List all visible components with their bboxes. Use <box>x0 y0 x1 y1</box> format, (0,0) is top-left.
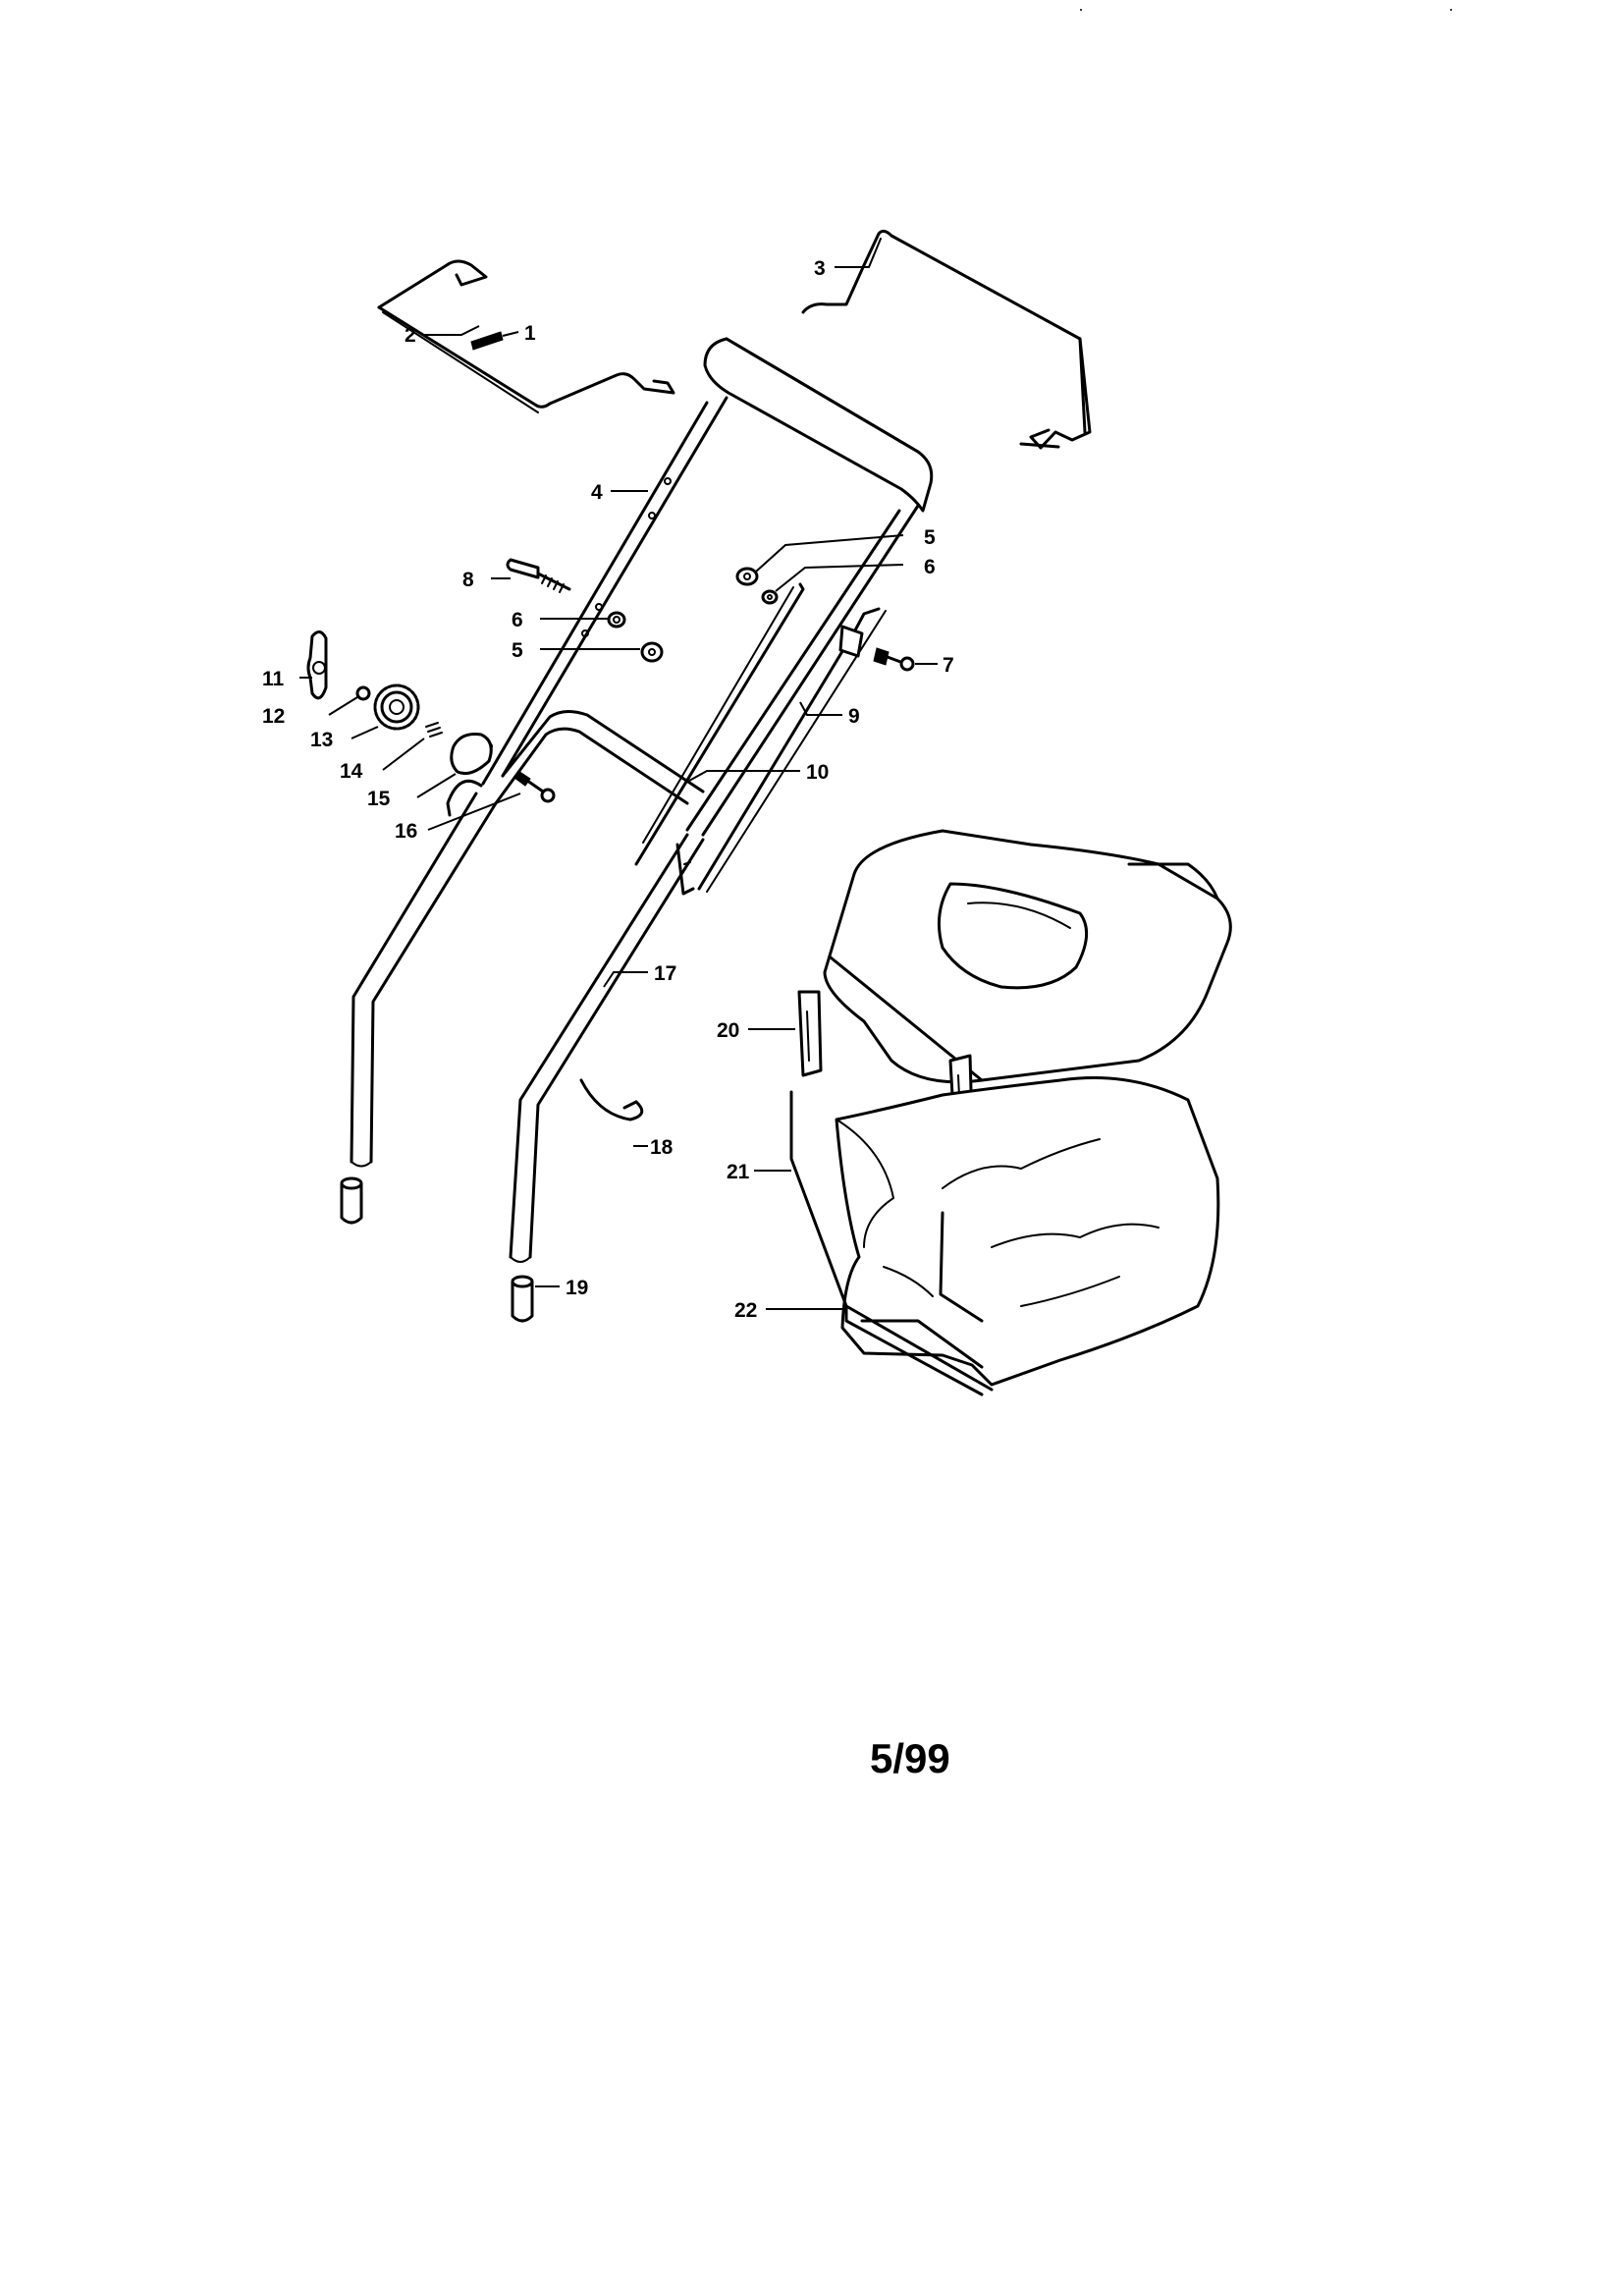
callout-22: 22 <box>734 1299 757 1322</box>
carriage-bolt <box>513 770 556 803</box>
callout-5b: 5 <box>512 639 523 662</box>
handle-bushing-left <box>340 1176 363 1225</box>
hardware-left <box>607 611 664 663</box>
cable-rods <box>634 582 887 893</box>
callout-14: 14 <box>340 760 363 783</box>
callout-6b: 6 <box>512 609 523 631</box>
small-washer <box>355 685 371 701</box>
callout-1: 1 <box>524 322 536 345</box>
grass-catcher-lid <box>797 829 1232 1131</box>
callout-7: 7 <box>943 654 954 677</box>
catcher-frame <box>789 1090 994 1396</box>
grass-catcher-bag <box>835 1076 1220 1387</box>
hardware-right <box>735 567 779 605</box>
callout-3: 3 <box>814 257 826 280</box>
callout-19: 19 <box>566 1277 588 1299</box>
leader-lines <box>299 266 938 1310</box>
callout-21: 21 <box>727 1161 750 1183</box>
callout-16: 16 <box>395 820 417 843</box>
control-bail-wire-right <box>801 229 1092 450</box>
lower-handle <box>350 710 705 1263</box>
callout-10: 10 <box>806 761 829 784</box>
callout-5: 5 <box>924 526 936 549</box>
callout-4: 4 <box>591 481 603 504</box>
callout-11: 11 <box>262 668 285 690</box>
cable-clip <box>579 1078 644 1121</box>
callout-9: 9 <box>848 705 860 728</box>
date-code: 5/99 <box>870 1735 950 1781</box>
bolt-left <box>506 558 571 593</box>
toothed-washer <box>373 683 420 731</box>
upper-handle <box>481 337 934 837</box>
callout-13: 13 <box>310 729 333 751</box>
callout-6: 6 <box>924 556 936 578</box>
control-bail-wire-left <box>377 259 675 413</box>
spring <box>425 722 443 738</box>
callout-20: 20 <box>717 1019 739 1042</box>
bolt-right <box>873 647 915 672</box>
callout-15: 15 <box>367 788 391 810</box>
callout-2: 2 <box>404 324 416 347</box>
label-decal <box>470 331 504 351</box>
callout-18: 18 <box>650 1136 674 1159</box>
callout-17: 17 <box>654 962 676 985</box>
handle-cap <box>450 733 493 776</box>
handle-bushing-right <box>511 1275 534 1323</box>
callout-8: 8 <box>462 569 474 591</box>
callout-12: 12 <box>262 705 285 728</box>
callout-labels: 1 2 3 4 5 6 7 8 6 5 9 10 11 12 13 14 15 … <box>262 257 954 1322</box>
wing-knob <box>306 630 328 700</box>
